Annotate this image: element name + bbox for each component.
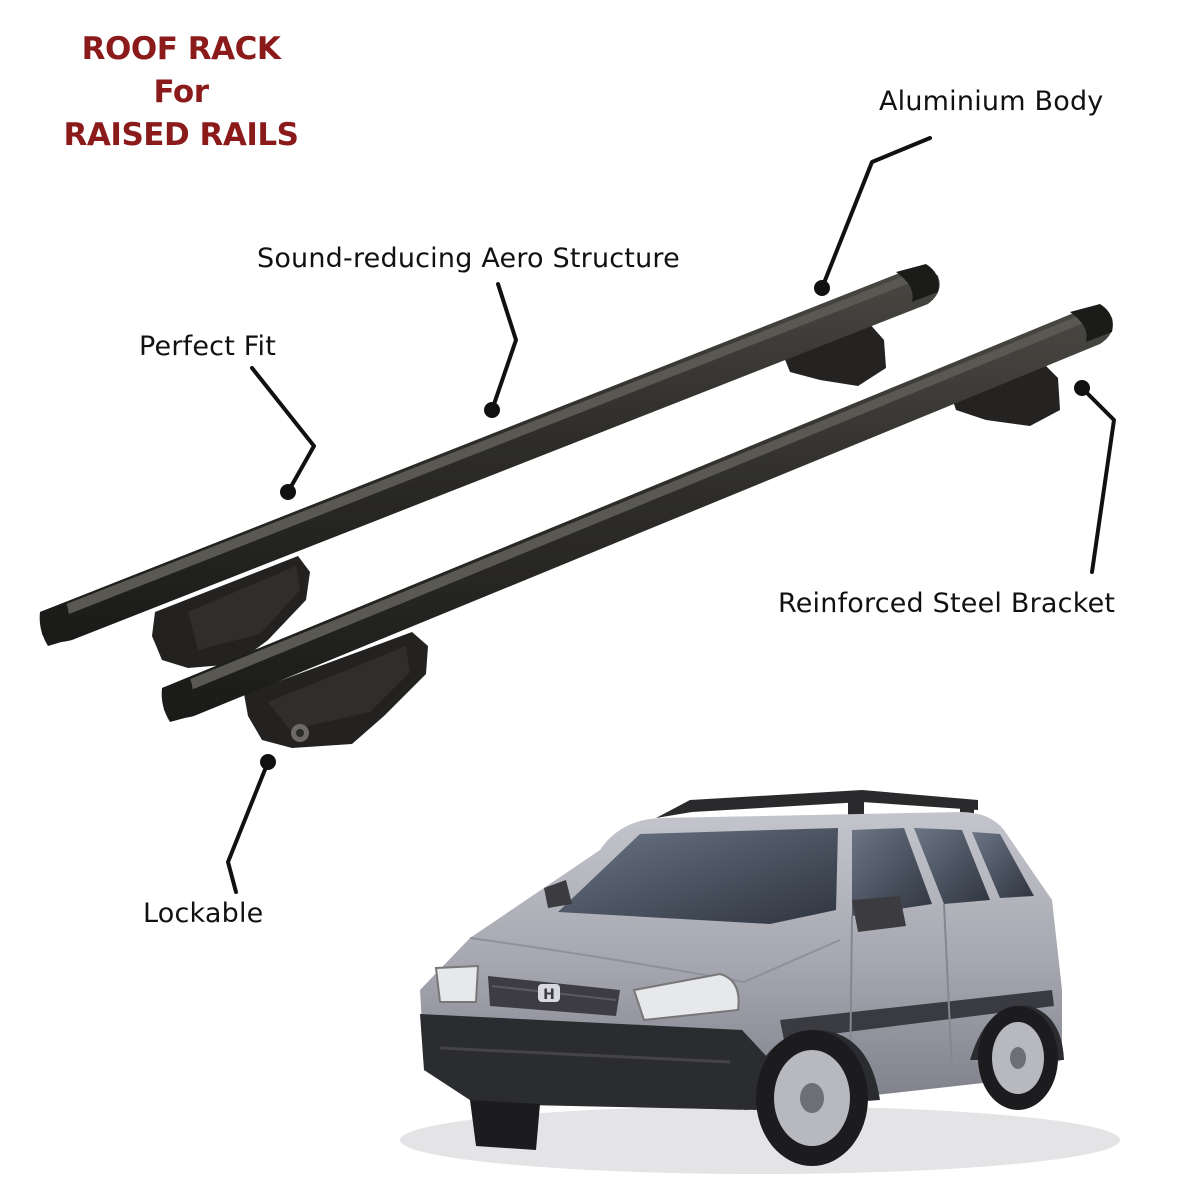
rear-wheel [978,1006,1058,1110]
suv-illustration: H [400,790,1120,1174]
label-steel-bracket: Reinforced Steel Bracket [778,588,1116,619]
callout-lines [226,136,1116,894]
headline-line-1: ROOF RACK [81,31,281,67]
headline: ROOF RACK For RAISED RAILS [40,28,322,157]
headlight-left [434,964,480,1003]
roof-rails [656,790,978,818]
front-wheel [756,1030,868,1166]
label-perfect-fit: Perfect Fit [139,331,277,362]
badge-icon: H [543,987,555,1003]
label-aluminium-body: Aluminium Body [879,86,1104,117]
headline-line-2: For [153,74,209,110]
front-bumper [420,1014,770,1110]
callout-dots [260,280,1090,770]
label-lockable: Lockable [143,898,264,929]
crossbar-upper [39,264,940,668]
windshield [558,828,838,924]
label-aero-structure: Sound-reducing Aero Structure [257,243,680,274]
crossbar-lower [161,304,1113,748]
headline-line-3: RAISED RAILS [63,117,299,153]
headlight-right [632,972,740,1022]
